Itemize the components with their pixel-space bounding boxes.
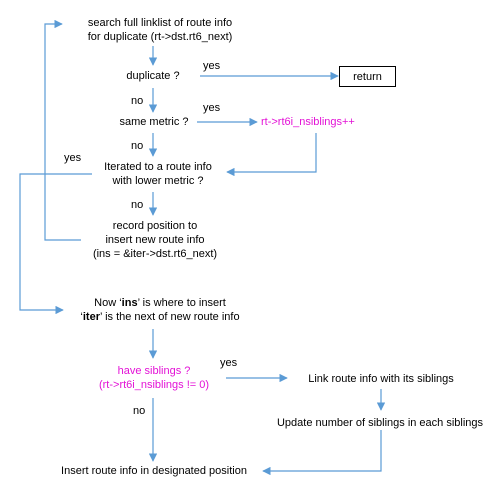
- node-iterated: Iterated to a route info with lower metr…: [104, 160, 212, 188]
- node-now-ins-bold: ins: [121, 297, 138, 309]
- node-have-siblings-line1: have siblings ?: [117, 365, 191, 377]
- edge-label-yes-duplicate: yes: [203, 60, 221, 72]
- arrow-record-loop-back: [44, 19, 81, 241]
- node-record-line1: record position to: [112, 220, 198, 232]
- node-iter-next-post: ’ is the next of new route info: [99, 311, 240, 323]
- node-update: Update number of siblings in each siblin…: [276, 417, 484, 429]
- node-iter-next-bold: iter: [82, 311, 100, 323]
- edge-label-no-metric: no: [131, 140, 144, 152]
- edge-label-no-iterated: no: [131, 199, 144, 211]
- node-duplicate: duplicate ?: [126, 70, 180, 82]
- node-iterated-line1: Iterated to a route info: [104, 161, 212, 173]
- node-return: return: [339, 66, 396, 87]
- node-search: search full linklist of route info for d…: [88, 16, 233, 44]
- node-iterated-line2: with lower metric ?: [112, 175, 204, 187]
- edge-label-no-duplicate: no: [131, 95, 144, 107]
- node-now-ins-line1: Now ‘ins’ is where to insert: [80, 296, 239, 310]
- node-link: Link route info with its siblings: [308, 373, 454, 385]
- node-have-siblings: have siblings ? (rt->rt6i_nsiblings != 0…: [99, 364, 209, 392]
- node-return-label: return: [353, 70, 382, 83]
- node-nsiblings-inc: rt->rt6i_nsiblings++: [261, 116, 355, 128]
- edge-label-no-siblings: no: [133, 405, 146, 417]
- node-have-siblings-line2: (rt->rt6i_nsiblings != 0): [98, 379, 210, 391]
- node-record-line3: (ins = &iter->dst.rt6_next): [92, 248, 218, 260]
- node-search-line2: for duplicate (rt->dst.rt6_next): [87, 31, 233, 43]
- node-same-metric: same metric ?: [119, 116, 189, 128]
- node-now-ins-post: ’ is where to insert: [137, 297, 226, 309]
- edge-label-yes-metric: yes: [203, 102, 221, 114]
- arrow-iterated-to-now-ins: [19, 173, 92, 315]
- node-now-ins-pre: Now ‘: [94, 297, 122, 309]
- node-iter-next-pre: ‘: [80, 311, 83, 323]
- arrow-nsiblings-to-iterated: [226, 133, 317, 177]
- node-now-ins: Now ‘ins’ is where to insert ‘iter’ is t…: [80, 296, 239, 324]
- arrow-update-to-insert: [262, 430, 382, 476]
- edge-label-yes-iterated: yes: [64, 152, 82, 164]
- node-search-line1: search full linklist of route info: [87, 17, 233, 29]
- node-iter-next-line2: ‘iter’ is the next of new route info: [80, 310, 239, 324]
- node-record-line2: insert new route info: [105, 234, 205, 246]
- node-insert: Insert route info in designated position: [61, 465, 247, 477]
- node-record: record position to insert new route info…: [93, 219, 217, 261]
- edge-label-yes-siblings: yes: [220, 357, 238, 369]
